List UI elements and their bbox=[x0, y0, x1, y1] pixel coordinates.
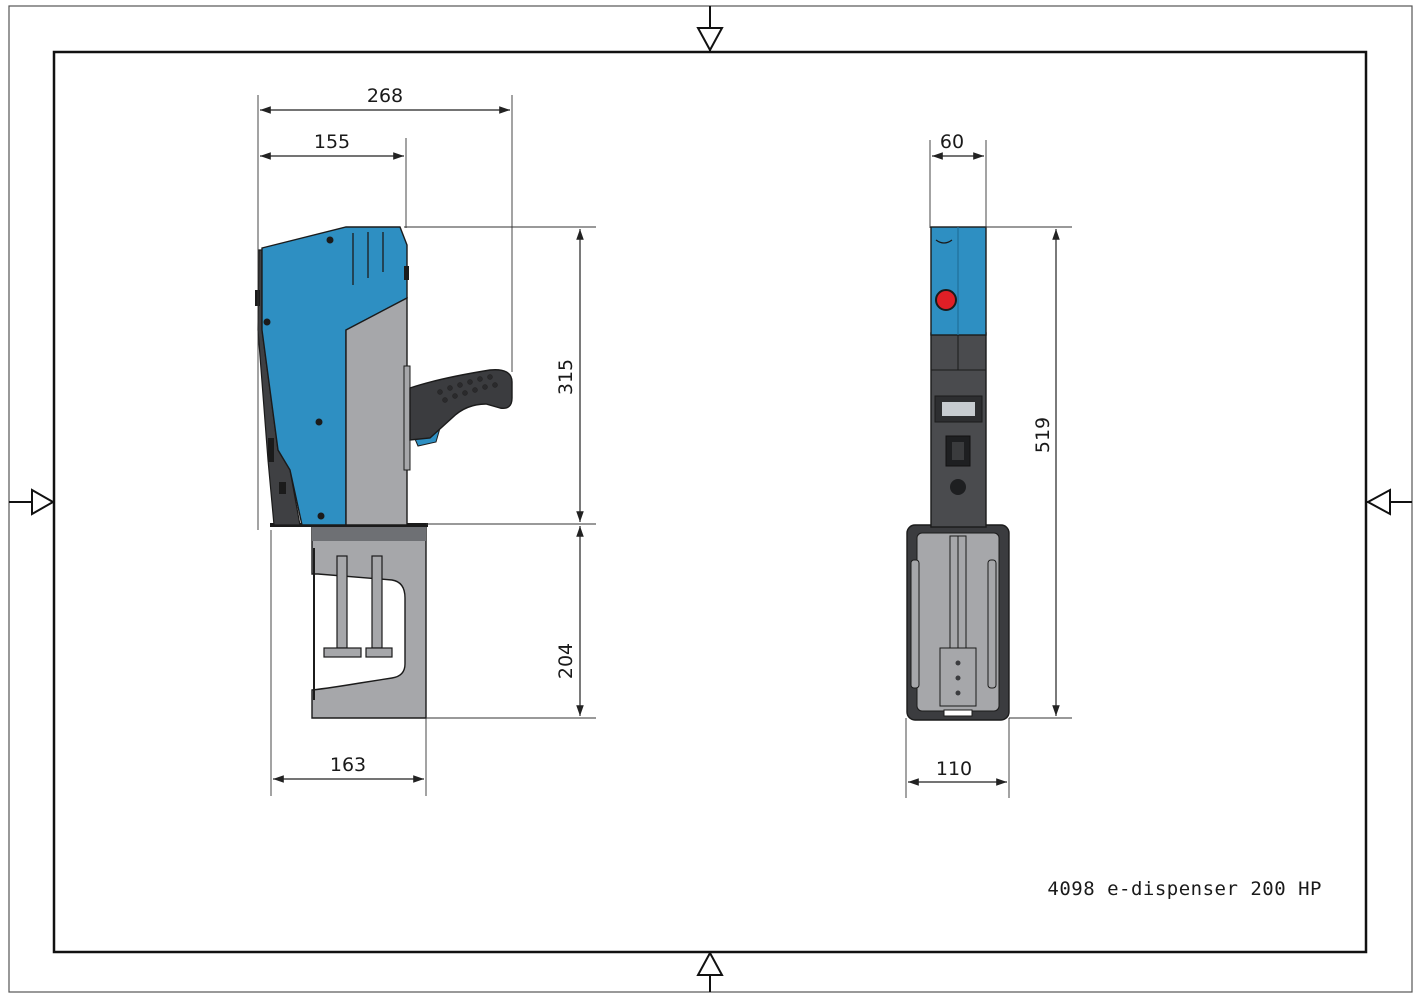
side-knob-lower bbox=[279, 482, 286, 494]
product-title: 4098 e-dispenser 200 HP bbox=[1047, 878, 1322, 900]
inner-frame bbox=[52, 50, 1368, 954]
front-extension-lines bbox=[905, 140, 1072, 798]
side-screws bbox=[263, 236, 334, 520]
side-cartridge-frame bbox=[311, 526, 427, 719]
side-knob-bottom bbox=[268, 438, 274, 462]
side-knob-top bbox=[404, 266, 409, 280]
front-frame-side-right bbox=[987, 559, 997, 689]
side-piston-rod-2 bbox=[371, 555, 383, 649]
front-switch-rocker bbox=[952, 442, 964, 460]
centering-mark-left bbox=[9, 488, 56, 516]
front-view bbox=[906, 226, 1010, 721]
front-base-slot bbox=[943, 709, 973, 717]
side-knob-left bbox=[255, 290, 260, 306]
dim-label-163: 163 bbox=[330, 754, 366, 776]
side-handle-mount bbox=[403, 365, 411, 471]
side-piston-plate-1 bbox=[323, 647, 362, 658]
dim-label-268: 268 bbox=[367, 85, 403, 107]
dim-label-204: 204 bbox=[555, 643, 577, 679]
dim-label-519: 519 bbox=[1032, 417, 1054, 453]
front-red-button bbox=[935, 289, 957, 311]
outer-border bbox=[8, 5, 1413, 993]
front-blue-detail bbox=[935, 239, 953, 244]
front-display-screen bbox=[942, 402, 975, 416]
side-handle-grip bbox=[409, 369, 513, 441]
centering-mark-right bbox=[1365, 488, 1412, 516]
dim-label-155: 155 bbox=[314, 131, 350, 153]
side-piston-rod-1 bbox=[336, 555, 348, 649]
side-grey-panel bbox=[345, 296, 408, 526]
front-switch bbox=[945, 435, 971, 467]
side-piston-plate-2 bbox=[365, 647, 393, 658]
side-extension-lines bbox=[257, 95, 596, 796]
dim-label-110: 110 bbox=[936, 758, 972, 780]
side-vent-slots bbox=[352, 232, 384, 285]
front-frame-side-left bbox=[910, 559, 920, 689]
side-frame-shadow bbox=[312, 527, 426, 541]
front-piston-holes bbox=[955, 660, 961, 696]
dim-label-60: 60 bbox=[940, 131, 964, 153]
dim-label-315: 315 bbox=[555, 359, 577, 395]
front-round-port bbox=[950, 479, 966, 495]
centering-mark-top bbox=[696, 6, 724, 53]
side-handle-texture bbox=[437, 374, 498, 403]
centering-mark-bottom bbox=[696, 950, 724, 992]
side-view bbox=[255, 226, 513, 719]
